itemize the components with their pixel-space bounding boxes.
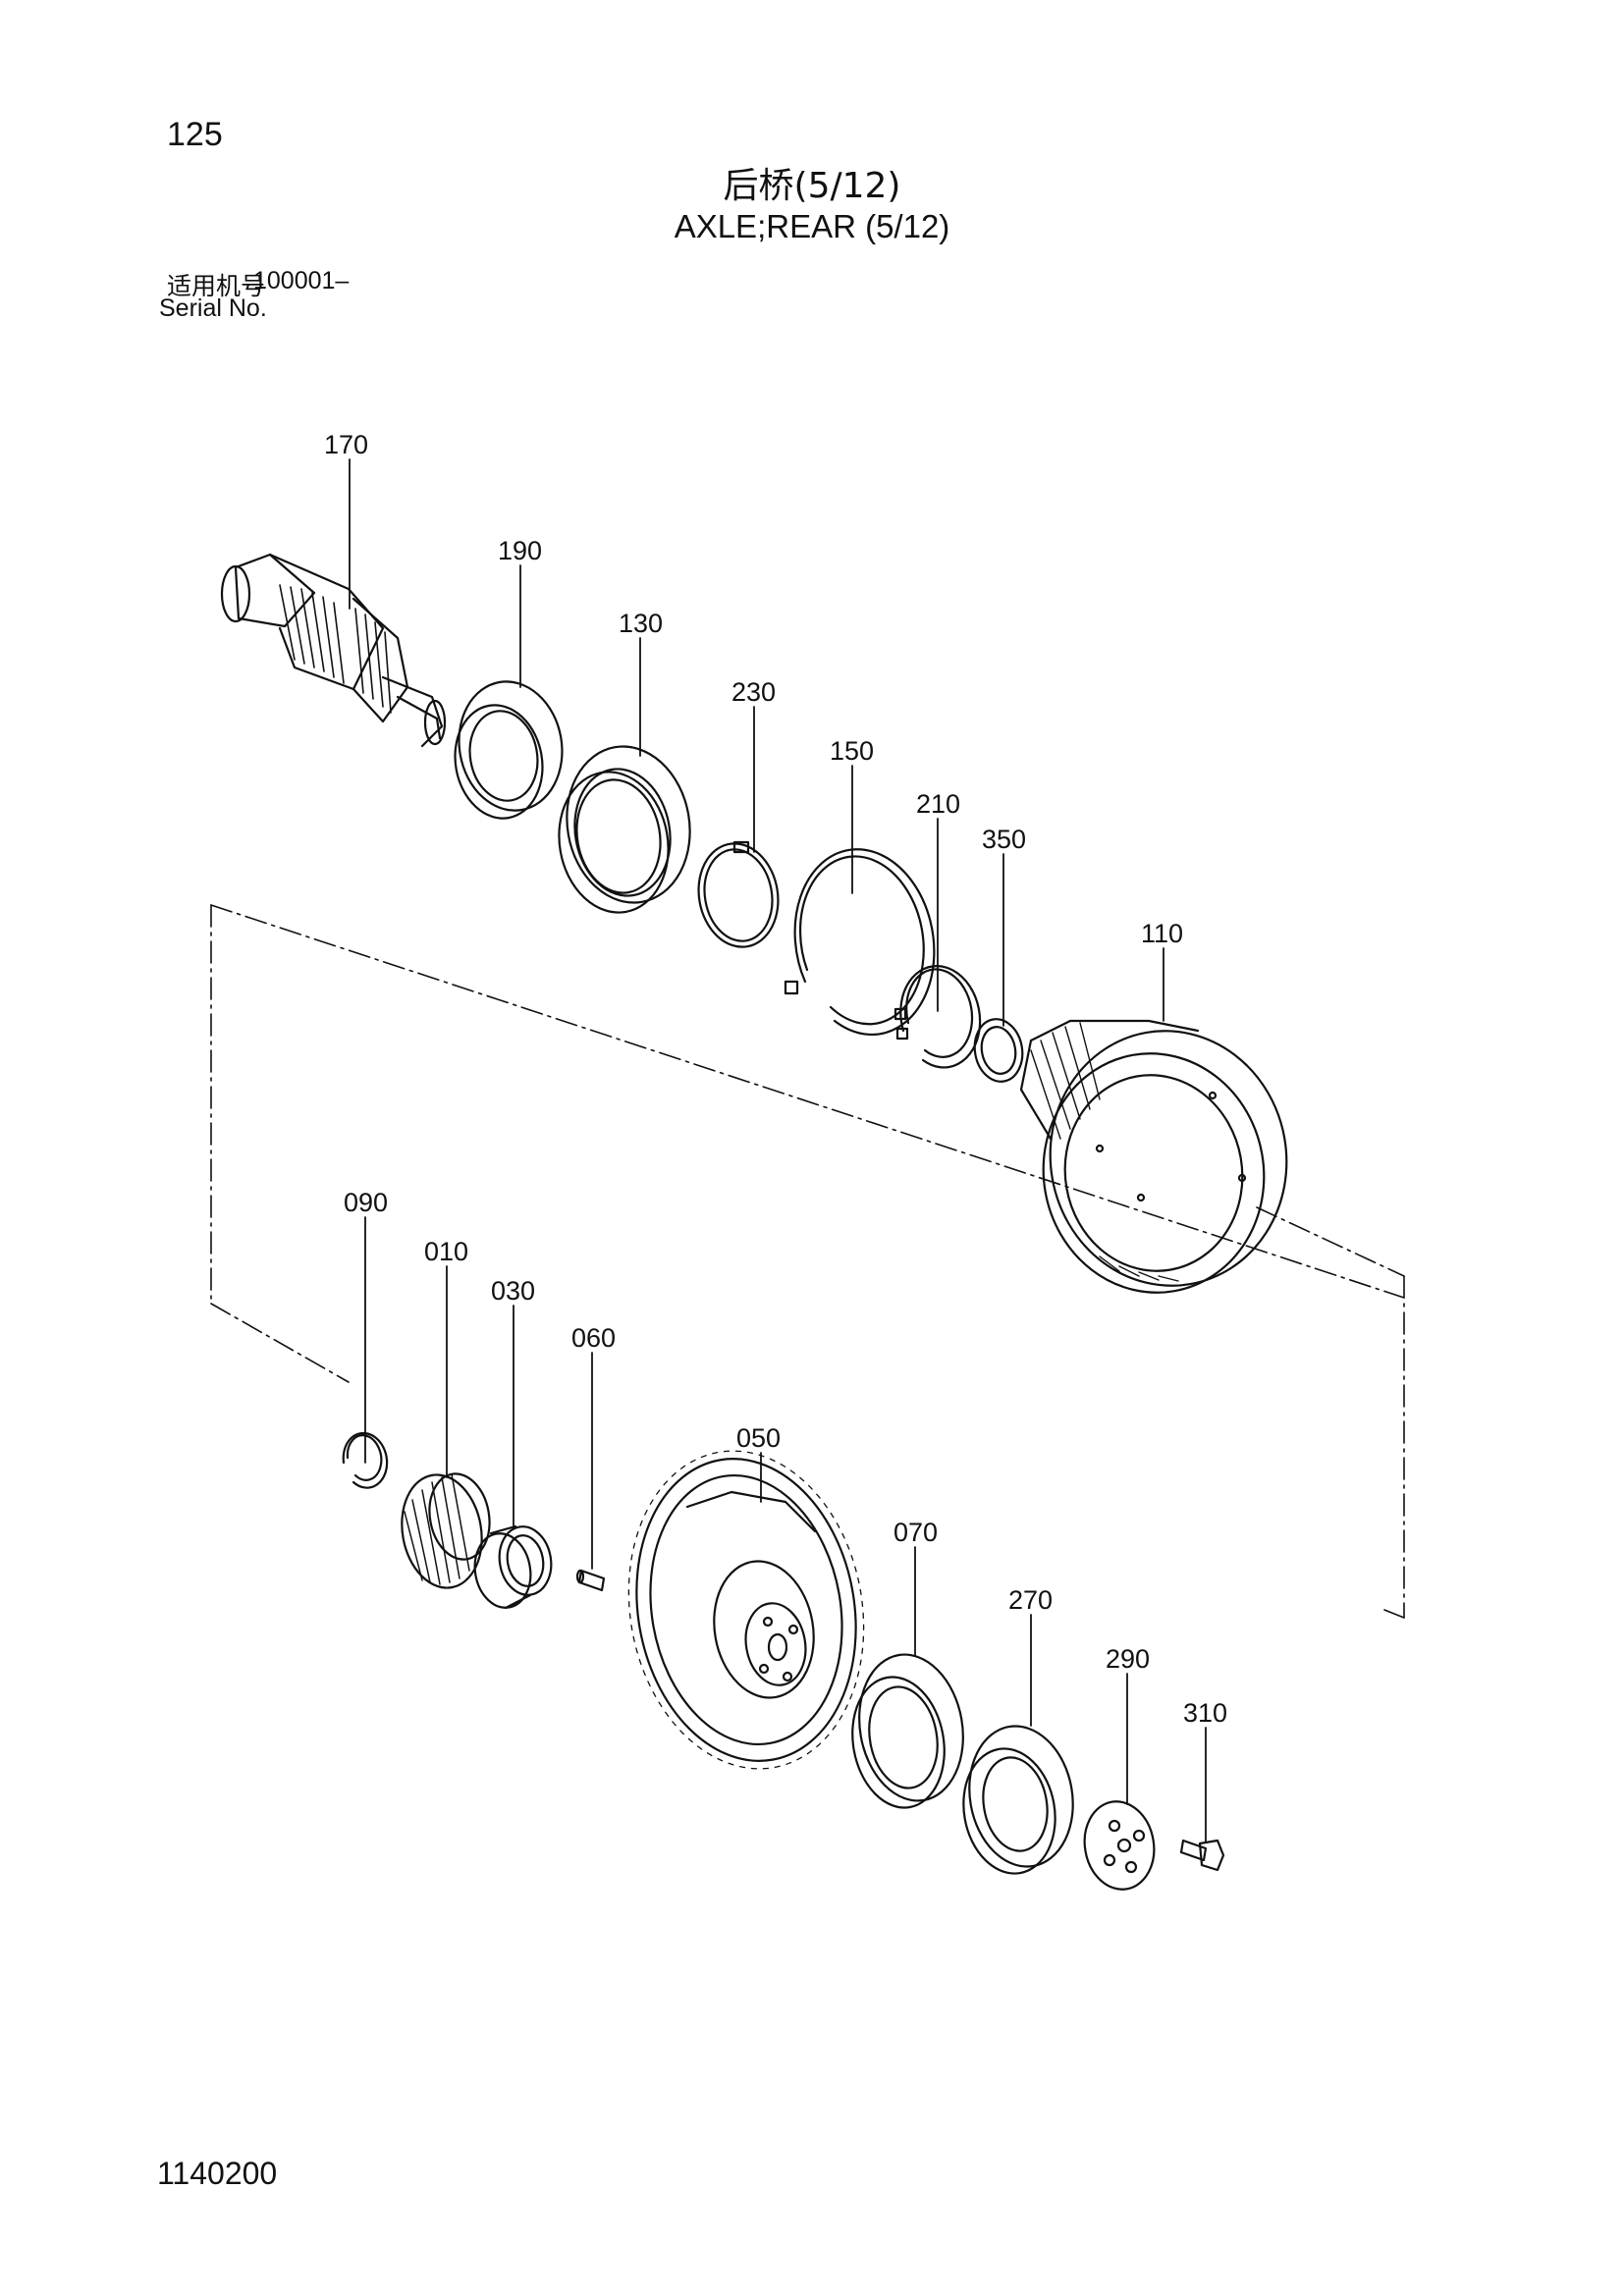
serial-label-chinese: 适用机号 xyxy=(167,272,266,300)
callout-labels: 170 190 130 230 150 210 350 110 090 010 … xyxy=(324,430,1227,1728)
callout-050: 050 xyxy=(736,1423,781,1453)
callout-060: 060 xyxy=(571,1323,616,1353)
callout-070: 070 xyxy=(893,1518,938,1547)
callout-290: 290 xyxy=(1106,1644,1150,1674)
callout-030: 030 xyxy=(491,1276,535,1306)
callout-130: 130 xyxy=(619,609,663,638)
gear-part-010 xyxy=(401,1472,491,1589)
callout-230: 230 xyxy=(731,677,776,707)
callout-190: 190 xyxy=(498,536,542,565)
snap-ring-part-230 xyxy=(697,840,780,948)
callout-150: 150 xyxy=(830,736,874,766)
snap-ring-part-090 xyxy=(342,1431,389,1489)
callout-310: 310 xyxy=(1183,1698,1227,1728)
page-number: 125 xyxy=(167,116,223,153)
callout-270: 270 xyxy=(1008,1585,1053,1615)
callout-210: 210 xyxy=(916,789,960,819)
bearing-part-270 xyxy=(962,1725,1074,1875)
bearing-part-030 xyxy=(473,1524,553,1610)
callout-090: 090 xyxy=(344,1188,388,1217)
pin-part-060 xyxy=(575,1569,606,1592)
callout-010: 010 xyxy=(424,1237,468,1266)
serial-label-english: Serial No. xyxy=(159,294,267,322)
leader-lines xyxy=(349,458,1207,1842)
bolt-part-310 xyxy=(1179,1839,1225,1872)
drawing-number: 1140200 xyxy=(157,2156,278,2191)
page-title-chinese: 后桥(5/12) xyxy=(723,166,901,206)
bearing-part-070 xyxy=(851,1653,964,1809)
snap-ring-part-150 xyxy=(784,848,936,1036)
callout-110: 110 xyxy=(1141,919,1183,948)
serial-value: 100001– xyxy=(253,267,350,294)
assembly-outline xyxy=(210,904,1405,1619)
page-title-english: AXLE;REAR (5/12) xyxy=(674,208,950,244)
planetary-carrier-part-050 xyxy=(627,1450,865,1770)
shaft-part-170 xyxy=(220,553,447,748)
callout-350: 350 xyxy=(982,825,1026,854)
snap-ring-part-210 xyxy=(893,964,982,1069)
seal-part-190 xyxy=(454,680,564,820)
bearing-part-130 xyxy=(558,745,691,914)
ring-gear-part-110 xyxy=(1019,1019,1288,1294)
plate-part-290 xyxy=(1083,1800,1156,1891)
washer-part-350 xyxy=(973,1018,1024,1083)
callout-170: 170 xyxy=(324,430,368,459)
